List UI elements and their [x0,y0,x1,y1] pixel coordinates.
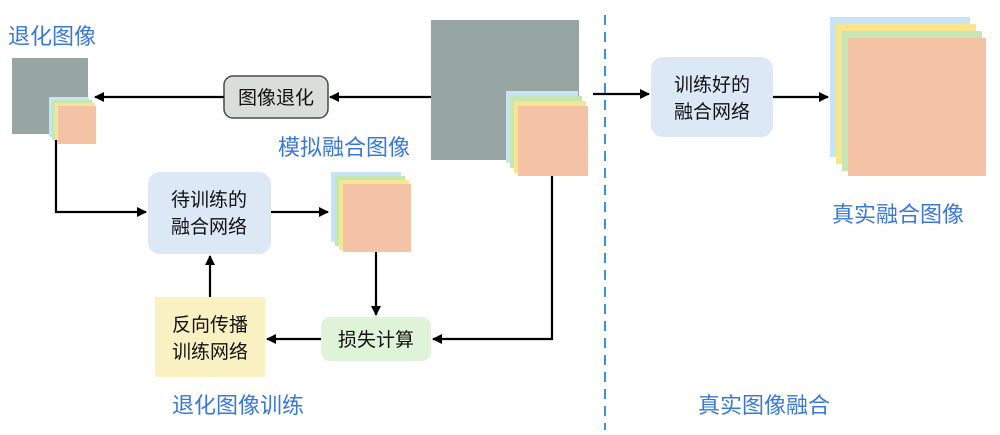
trained-network-line2: 融合网络 [674,101,750,123]
real-fusion-image-stack [830,17,986,176]
simulated-fusion-image-stack [431,20,588,176]
degraded-image-label: 退化图像 [8,25,96,50]
trained-network-line1: 训练好的 [674,74,750,96]
fused-output-stack [331,172,411,252]
real-image-fusion-label: 真实图像融合 [698,394,830,419]
real-fusion-image-label: 真实融合图像 [832,203,964,228]
degraded-image-training-label: 退化图像训练 [172,394,304,419]
loss-calculation-label: 损失计算 [338,329,414,351]
simulated-fusion-image-label: 模拟融合图像 [278,136,410,161]
untrained-network-box [148,172,271,254]
backprop-line1: 反向传播 [172,314,248,336]
untrained-network-line1: 待训练的 [171,189,247,211]
loss-calculation-box [321,317,431,361]
arrow-sim-to-loss [432,176,554,344]
backprop-line2: 训练网络 [172,341,248,363]
backprop-training-box [155,297,265,377]
untrained-network-line2: 融合网络 [171,216,247,238]
degraded-image-stack [12,58,96,144]
arrow-degraded-to-network [54,140,147,217]
trained-network-box [651,57,773,137]
image-degradation-label: 图像退化 [238,87,314,109]
